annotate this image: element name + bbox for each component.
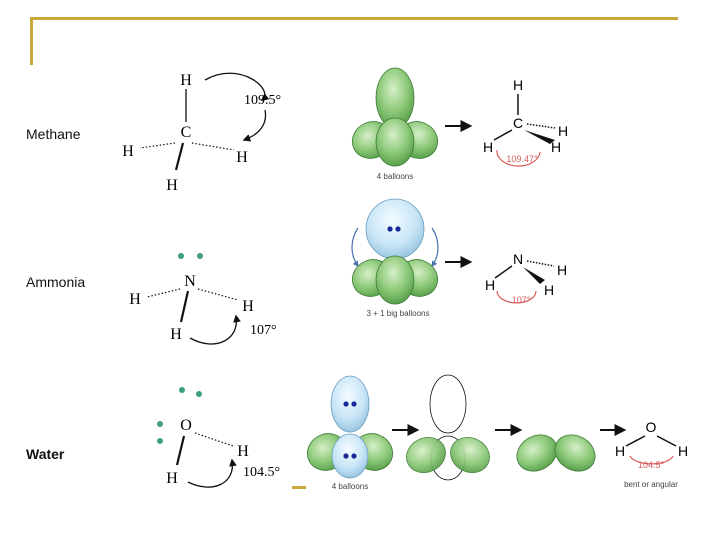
methane-angle-arc: [496, 149, 541, 167]
methane-bond-bottom: [174, 142, 185, 171]
water-lone-pair-dot: [157, 438, 163, 444]
ammonia-model-bond-wedge: [523, 267, 545, 284]
methane-label: Methane: [26, 126, 81, 142]
ammonia-angle-label: 107°: [250, 323, 277, 338]
methane-atom-top: H: [180, 72, 192, 89]
frame-small-rule: [292, 486, 306, 489]
ammonia-label: Ammonia: [26, 274, 86, 290]
water-lone-pair-balloon-top: [330, 375, 370, 433]
ammonia-model-left: H: [485, 277, 495, 293]
water-angle-arrow: [187, 458, 237, 488]
ammonia-angle-arc: [496, 290, 537, 304]
water-lone-pair-dot: [157, 421, 163, 427]
water-atom-right: H: [237, 443, 249, 460]
water-lone-pair-balloon-front: [331, 433, 369, 479]
methane-model-center: C: [513, 115, 523, 131]
methane-balloon-model: 4 balloons: [351, 67, 439, 181]
ammonia-atom-left: H: [129, 291, 141, 308]
ammonia-electron-dot: [395, 226, 401, 232]
methane-model-angle: 109.47°: [506, 154, 538, 164]
frame-left-rule: [30, 17, 33, 65]
ammonia-balloon-model: 3 + 1 big balloons: [351, 198, 439, 318]
ammonia-model-angle: 107°: [512, 295, 531, 305]
ammonia-model-bond-hash: [526, 260, 555, 267]
water-model-center: O: [646, 419, 657, 435]
water-stage-balloon-right: [450, 437, 490, 473]
methane-balloon-caption: 4 balloons: [377, 172, 413, 181]
ammonia-bond-left: [146, 288, 181, 298]
water-lone-pair-dot: [179, 387, 185, 393]
water-bond-bottom: [175, 435, 186, 466]
ammonia-lone-pair-dot: [178, 253, 184, 259]
water-angle-arc: [629, 455, 674, 465]
water-atom-center: O: [180, 417, 192, 434]
methane-angle-label: 109.5°: [244, 93, 281, 108]
water-balloon-caption: 4 balloons: [332, 482, 368, 491]
water-stage-balloon-left: [406, 437, 446, 473]
water-atom-bottom: H: [166, 470, 178, 487]
methane-model-back: H: [551, 139, 561, 155]
methane-model-right: H: [558, 123, 568, 139]
water-angle-label: 104.5°: [243, 465, 280, 480]
water-3d-model: O H H 104.5° bent or angular: [615, 419, 688, 489]
ammonia-model-right: H: [557, 262, 567, 278]
water-bent-balloon-left: [516, 434, 558, 472]
methane-atom-bottom: H: [166, 177, 178, 194]
methane-model-left: H: [483, 139, 493, 155]
ammonia-atom-center: N: [184, 273, 196, 290]
ammonia-repulsion-arrow-right: [431, 227, 439, 267]
water-bond-right: [194, 432, 234, 447]
ammonia-angle-arrow: [189, 314, 241, 345]
methane-3d-model: H C H H H 109.47°: [483, 77, 568, 167]
ammonia-balloon-caption: 3 + 1 big balloons: [367, 309, 430, 318]
methane-atom-left: H: [122, 143, 134, 160]
methane-bond-left: [139, 142, 176, 149]
methane-model-bond-wedge: [524, 130, 555, 144]
methane-model-top: H: [513, 77, 523, 93]
ammonia-balloon-front: [375, 255, 415, 305]
water-model-right: H: [678, 443, 688, 459]
methane-model-bond-left: [493, 129, 513, 141]
methane-angle-arrow-top: [204, 72, 270, 101]
ammonia-model-bond-left: [494, 265, 513, 279]
ammonia-lone-pair-dot: [197, 253, 203, 259]
water-electron-dot: [351, 401, 357, 407]
ammonia-electron-dot: [387, 226, 393, 232]
methane-atom-right: H: [236, 149, 248, 166]
ammonia-lone-pair-balloon: [365, 198, 425, 260]
water-electron-dot: [351, 453, 357, 459]
water-outline-balloon-top: [429, 374, 467, 434]
ammonia-3d-model: N H H H 107°: [485, 251, 567, 305]
water-model-bond-right: [656, 435, 677, 447]
methane-atom-center: C: [181, 124, 192, 141]
water-lewis-structure: O H H 104.5°: [157, 387, 280, 488]
water-electron-dot: [343, 453, 349, 459]
water-model-left: H: [615, 443, 625, 459]
ammonia-model-center: N: [513, 251, 523, 267]
water-balloon-outline-stage: [406, 374, 490, 481]
methane-lewis-structure: H C H H H 109.5°: [122, 72, 281, 194]
water-model-angle: 104.5°: [638, 460, 665, 470]
ammonia-bond-right: [197, 288, 239, 301]
frame-top-rule: [30, 17, 678, 20]
water-balloon-model: 4 balloons: [306, 375, 394, 491]
ammonia-repulsion-arrow-left: [351, 227, 359, 267]
water-lone-pair-dot: [196, 391, 202, 397]
water-model-caption: bent or angular: [624, 480, 678, 489]
water-bent-balloon-right: [554, 434, 596, 472]
methane-balloon-front: [375, 117, 415, 167]
ammonia-atom-right: H: [242, 298, 254, 315]
water-label: Water: [26, 446, 65, 462]
water-model-bond-left: [625, 435, 646, 447]
water-electron-dot: [343, 401, 349, 407]
ammonia-model-back: H: [544, 282, 554, 298]
ammonia-lewis-structure: N H H H 107°: [129, 253, 277, 345]
methane-model-bond-hash: [526, 123, 556, 129]
methane-angle-arrow-bottom: [242, 109, 267, 142]
ammonia-bond-bottom: [179, 290, 190, 323]
methane-bond-right: [191, 142, 235, 151]
water-bent-balloons: [516, 434, 596, 472]
ammonia-atom-bottom: H: [170, 326, 182, 343]
